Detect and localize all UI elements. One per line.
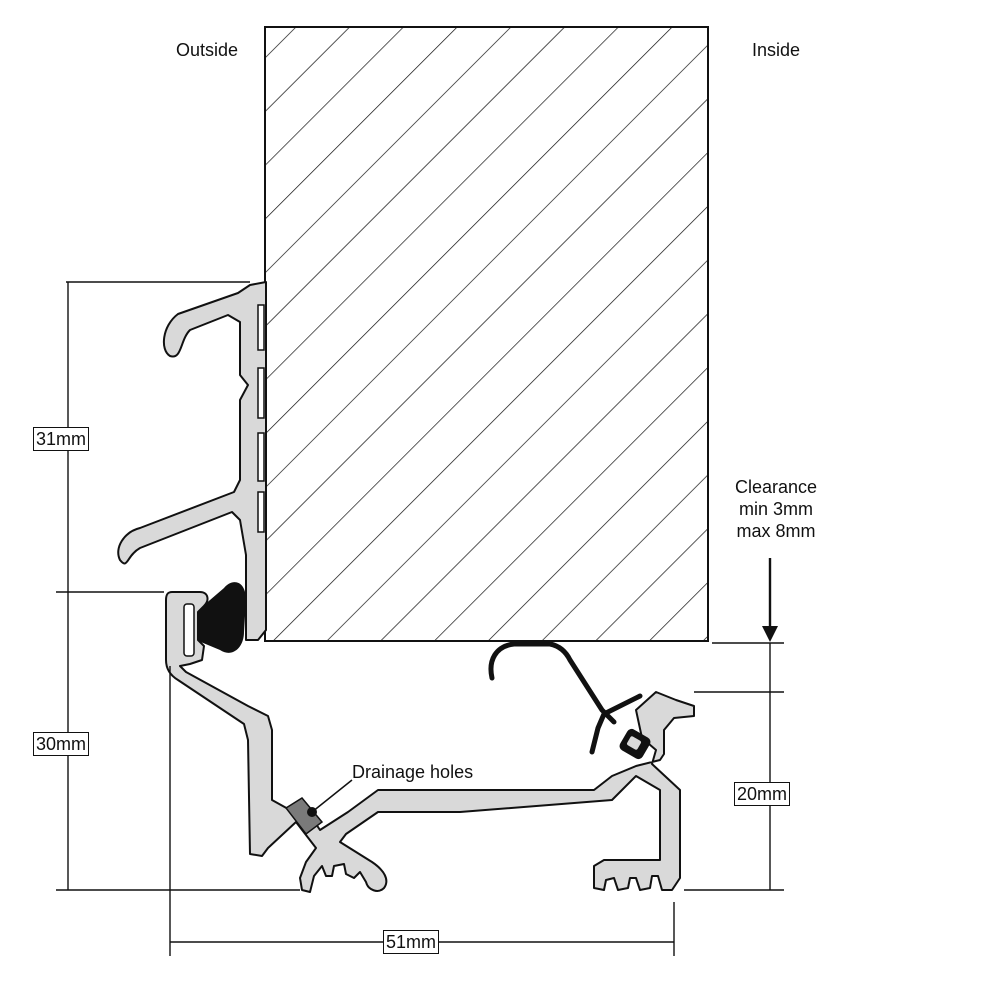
door-leaf [264, 26, 709, 642]
outer-seal [196, 582, 246, 653]
dimension-upper-height: 31mm [33, 427, 90, 451]
clearance-line-3: max 8mm [736, 521, 816, 541]
inner-seal-carrier [619, 728, 651, 760]
dimension-width: 51mm [383, 930, 440, 954]
drainage-hole [284, 779, 353, 836]
clearance-line-1: Clearance [734, 477, 818, 497]
weather-bar-slots [257, 304, 265, 533]
outside-label: Outside [176, 40, 239, 60]
clearance-line-2: min 3mm [738, 499, 813, 519]
clearance-note: Clearance min 3mm max 8mm [706, 476, 846, 542]
inside-label: Inside [752, 40, 801, 60]
dimension-inner-height: 20mm [734, 782, 791, 806]
sill-outer-channel [183, 603, 195, 657]
dimension-lower-height: 30mm [33, 732, 90, 756]
drainage-holes-label: Drainage holes [352, 762, 474, 782]
inner-seal [488, 641, 643, 755]
weather-bar-profile [117, 281, 267, 641]
clearance-arrow-head [762, 626, 778, 642]
